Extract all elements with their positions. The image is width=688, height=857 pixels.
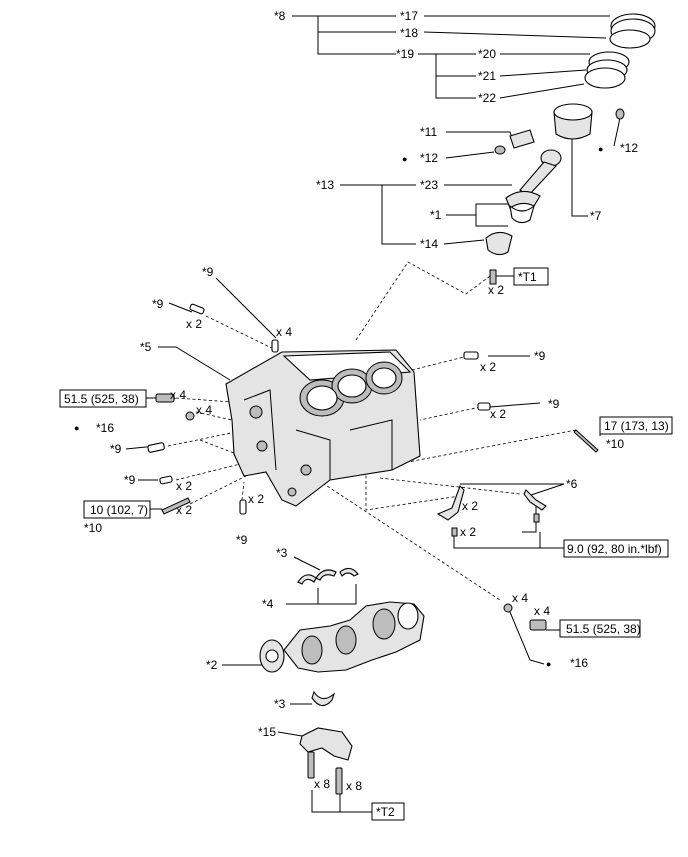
callout-12-left: *12 xyxy=(420,151,438,165)
callout-10-left: *10 xyxy=(84,521,102,535)
qty-t1: x 2 xyxy=(488,283,504,297)
qty-pin-left-2: x 2 xyxy=(176,479,192,493)
callout-22: *22 xyxy=(478,91,496,105)
callout-9-left-1: *9 xyxy=(110,442,122,456)
callout-3-top: *3 xyxy=(276,546,288,560)
crankshaft xyxy=(259,601,425,673)
piston-pin xyxy=(494,129,535,155)
callout-12-right: *12 xyxy=(620,141,638,155)
qty-pin-top: x 4 xyxy=(276,325,292,339)
callout-23: *23 xyxy=(420,178,438,192)
qty-oil-jet-2: x 2 xyxy=(460,525,476,539)
callout-21: *21 xyxy=(478,69,496,83)
callout-8: *8 xyxy=(274,9,286,23)
qty-bolt-bottom-2: x 8 xyxy=(346,779,362,793)
callout-17: *17 xyxy=(400,9,418,23)
callout-9-bottom: *9 xyxy=(236,533,248,547)
torque-t2: *T2 xyxy=(376,805,395,819)
qty-left-washer: x 4 xyxy=(196,403,212,417)
callout-5: *5 xyxy=(140,340,152,354)
qty-left-bolt: x 4 xyxy=(170,388,186,402)
qty-right-bolt: x 4 xyxy=(534,604,550,618)
assembly-lines xyxy=(167,261,577,601)
marker-dot-1: ● xyxy=(402,154,407,164)
torque-right-bolt: 51.5 (525, 38) xyxy=(566,622,641,636)
callout-16-right: *16 xyxy=(570,656,588,670)
callout-9-pin-left: *9 xyxy=(152,297,164,311)
torque-boxes xyxy=(59,267,673,821)
callout-15: *15 xyxy=(258,725,276,739)
callout-9-right-1: *9 xyxy=(534,349,546,363)
qty-pin-bottom: x 2 xyxy=(248,492,264,506)
piston-rings xyxy=(584,13,656,89)
leader-lines xyxy=(125,15,621,813)
torque-t1: *T1 xyxy=(518,270,537,284)
oil-jets xyxy=(436,485,547,537)
qty-oil-jet-1: x 2 xyxy=(462,499,478,513)
connecting-rod xyxy=(485,149,562,285)
callout-10-right: *10 xyxy=(606,437,624,451)
callout-18: *18 xyxy=(400,26,418,40)
callout-9-right-2: *9 xyxy=(548,397,560,411)
marker-dot-2: ● xyxy=(598,144,603,154)
dowel-pins xyxy=(147,303,491,515)
callout-7: *7 xyxy=(590,209,602,223)
callout-13: *13 xyxy=(316,178,334,192)
crankshaft-bearing-cap xyxy=(299,727,353,761)
callout-9-top: *9 xyxy=(202,265,214,279)
torque-stud-right: 17 (173, 13) xyxy=(604,419,669,433)
labels: *8 *17 *18 *19 *20 *21 *22 *11 ● *12 ● *… xyxy=(64,9,669,819)
callout-9-left-2: *9 xyxy=(124,473,136,487)
torque-oil-jet: 9.0 (92, 80 in.*lbf) xyxy=(567,542,662,556)
callout-14: *14 xyxy=(420,237,438,251)
qty-bolt-bottom-1: x 8 xyxy=(314,777,330,791)
marker-dot-3: ● xyxy=(74,423,79,433)
callout-1: *1 xyxy=(430,208,442,222)
qty-pin-right-2: x 2 xyxy=(490,407,506,421)
qty-pin-right-1: x 2 xyxy=(480,360,496,374)
torque-stud-left: 10 (102, 7) xyxy=(90,503,148,517)
crankshaft-bearings xyxy=(297,567,359,707)
callout-19: *19 xyxy=(396,47,414,61)
piston xyxy=(553,103,625,140)
callout-16-left: *16 xyxy=(96,421,114,435)
bolts-studs xyxy=(155,393,599,795)
callout-4: *4 xyxy=(262,597,274,611)
callout-20: *20 xyxy=(478,47,496,61)
callout-2: *2 xyxy=(206,658,218,672)
qty-stud-left: x 2 xyxy=(176,503,192,517)
callout-6: *6 xyxy=(566,477,578,491)
callout-3-bottom: *3 xyxy=(274,697,286,711)
qty-pin-left: x 2 xyxy=(186,317,202,331)
qty-right-washer: x 4 xyxy=(512,591,528,605)
cylinder-block xyxy=(225,349,421,507)
callout-11: *11 xyxy=(420,125,437,139)
torque-left-bolt: 51.5 (525, 38) xyxy=(64,392,139,406)
marker-dot-4: ● xyxy=(546,659,551,669)
